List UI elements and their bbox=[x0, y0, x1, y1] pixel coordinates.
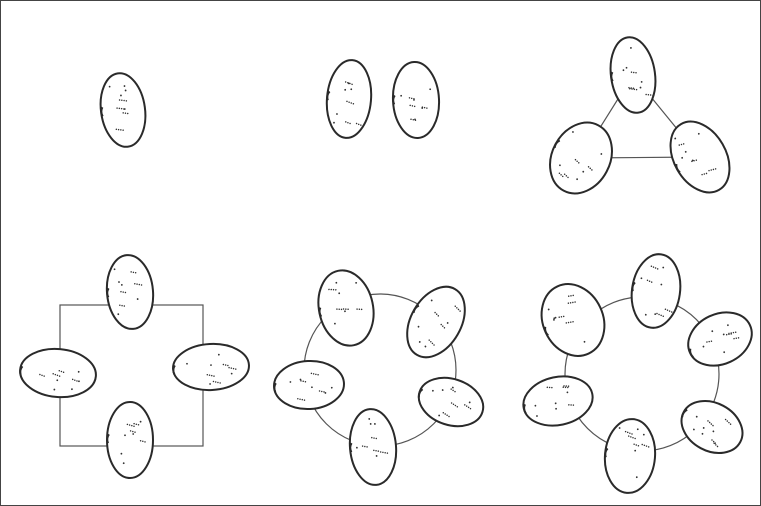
square-cell-4 bbox=[107, 402, 153, 478]
cell-membrane bbox=[107, 402, 153, 478]
